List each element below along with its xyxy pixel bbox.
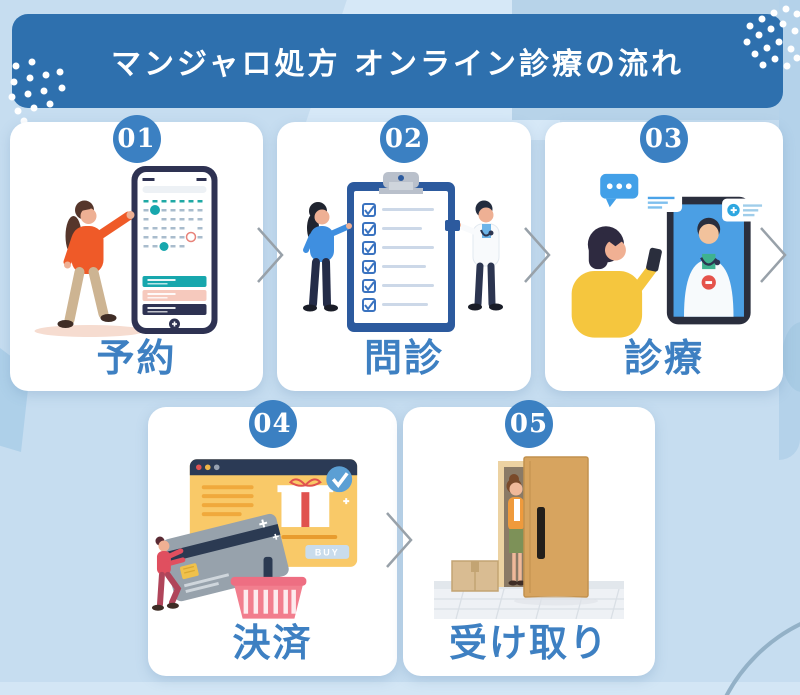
online-doctor-consultation-illustration xyxy=(571,173,768,338)
next-step-chevron-icon xyxy=(760,227,787,283)
page-title: マンジャロ処方 オンライン診療の流れ xyxy=(111,47,684,82)
online-payment-illustration: BUY xyxy=(151,459,358,619)
gift-box-icon xyxy=(277,478,334,528)
title-banner: マンジャロ処方 オンライン診療の流れ xyxy=(12,14,783,108)
step-card-payment: 04 xyxy=(148,400,397,676)
background-stripe xyxy=(0,682,800,695)
shopping-basket-icon xyxy=(230,556,307,619)
clipboard-checklist-icon xyxy=(347,172,455,332)
package-box-icon xyxy=(451,560,499,592)
next-step-chevron-icon xyxy=(524,227,551,283)
woman-with-phone-figure xyxy=(571,226,662,338)
next-step-chevron-icon xyxy=(257,227,284,283)
step-label: 受け取り xyxy=(448,620,609,665)
buy-button-label: BUY xyxy=(315,547,340,557)
woman-figure xyxy=(57,200,135,328)
chat-bubble-dots-icon xyxy=(600,173,639,208)
step-number-badge: 01 xyxy=(112,115,161,163)
step-label: 診療 xyxy=(623,335,704,380)
package-delivery-door-illustration xyxy=(434,456,624,620)
step-number-badge: 05 xyxy=(505,400,553,448)
background-circle xyxy=(782,322,800,392)
step-number-badge: 04 xyxy=(248,400,297,448)
step-card-consultation: 03 xyxy=(545,115,783,391)
step-label: 問診 xyxy=(363,335,444,380)
tablet-doctor-icon xyxy=(666,196,751,325)
chat-bubble-medical-icon xyxy=(722,198,768,222)
step-label: 予約 xyxy=(96,335,177,380)
next-step-chevron-icon xyxy=(386,512,413,568)
step-number-badge: 03 xyxy=(640,115,688,163)
buy-button: BUY xyxy=(305,544,350,559)
open-door-panel xyxy=(523,456,589,598)
payment-success-check-icon xyxy=(326,466,353,493)
step-card-questionnaire: 02 xyxy=(277,115,531,391)
step-number-badge: 02 xyxy=(380,115,428,163)
chat-bubble-message-icon xyxy=(642,191,683,221)
questionnaire-checklist-illustration xyxy=(303,172,503,332)
booking-calendar-illustration xyxy=(34,166,218,337)
step-card-reservation: 01 xyxy=(10,115,263,391)
smartphone-calendar-icon xyxy=(131,166,218,334)
step-label: 決済 xyxy=(232,620,313,665)
doctor-figure xyxy=(445,200,503,311)
patient-figure xyxy=(303,202,352,312)
step-card-receive: 05 xyxy=(403,400,655,676)
woman-shopper-figure xyxy=(151,536,186,611)
